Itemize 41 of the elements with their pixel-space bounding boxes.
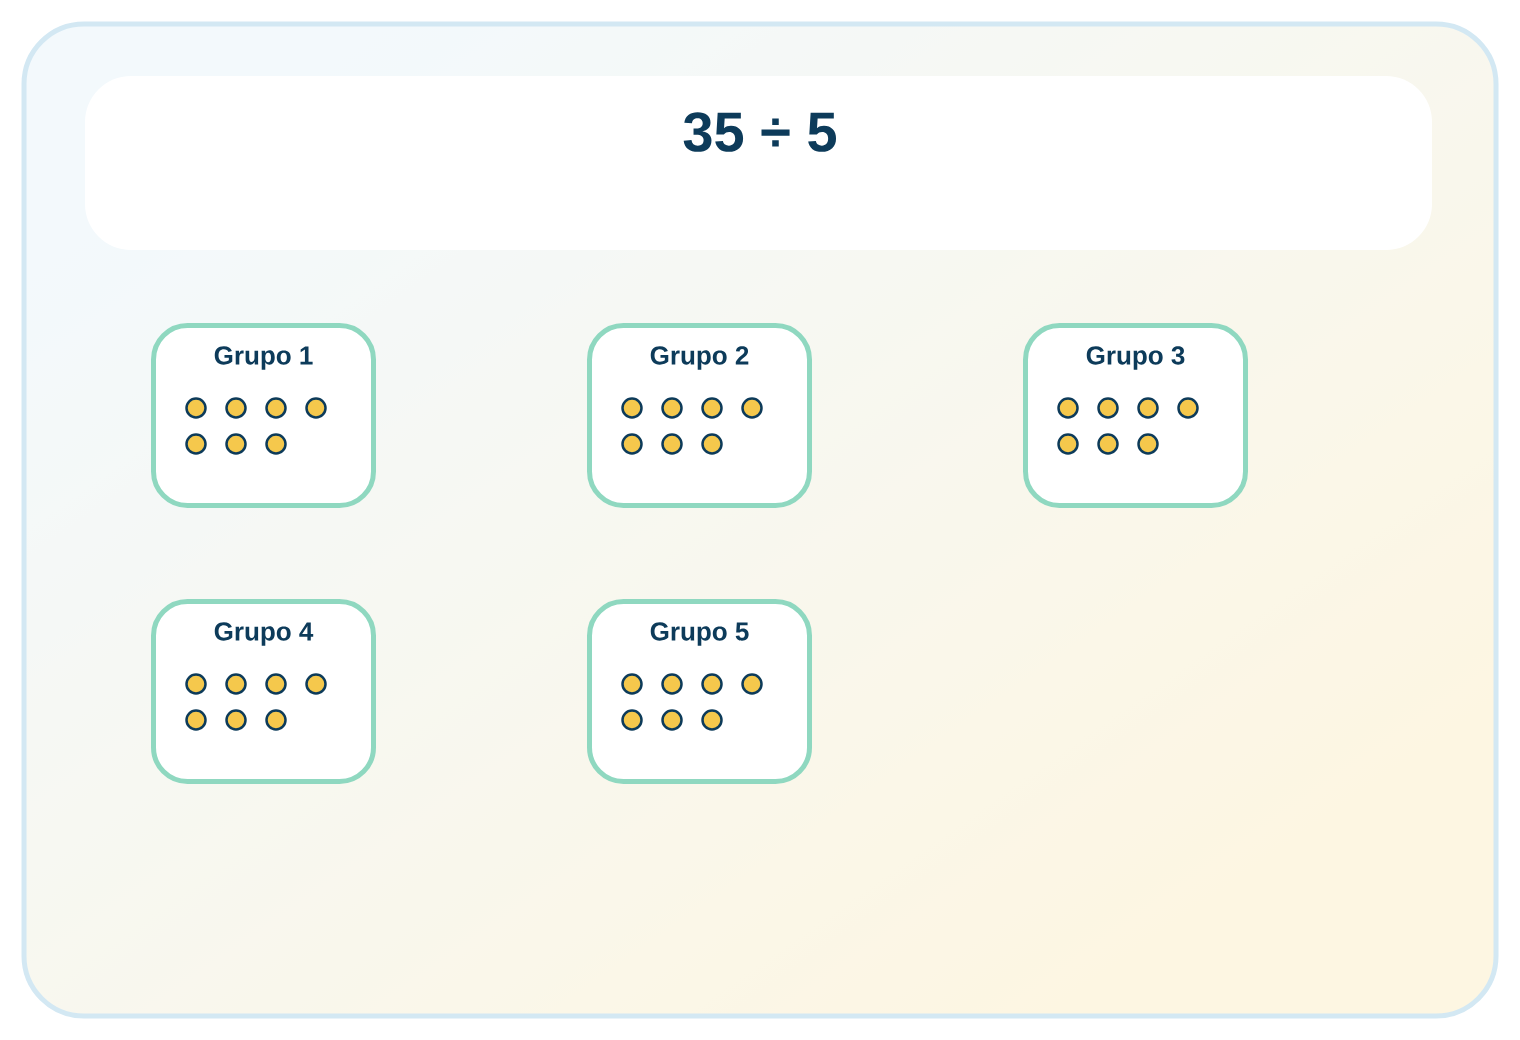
group-box: Grupo 4	[151, 599, 376, 784]
dot	[225, 433, 247, 455]
dot	[1057, 433, 1079, 455]
dot	[741, 397, 763, 419]
dot	[621, 433, 643, 455]
dot	[225, 673, 247, 695]
title-banner: 35 ÷ 5	[85, 76, 1432, 250]
dot	[305, 397, 327, 419]
dot	[225, 397, 247, 419]
group-box: Grupo 5	[587, 599, 812, 784]
dot	[661, 709, 683, 731]
dot	[1057, 397, 1079, 419]
dot	[265, 433, 287, 455]
dot	[225, 709, 247, 731]
group-box: Grupo 3	[1023, 323, 1248, 508]
dot	[1137, 433, 1159, 455]
dot	[1177, 397, 1199, 419]
dot	[621, 709, 643, 731]
group-box: Grupo 2	[587, 323, 812, 508]
dot	[661, 673, 683, 695]
dot	[661, 433, 683, 455]
dot	[185, 709, 207, 731]
dot	[701, 397, 723, 419]
dot	[305, 673, 327, 695]
dot	[1137, 397, 1159, 419]
dot	[621, 397, 643, 419]
dot	[265, 709, 287, 731]
dot	[185, 433, 207, 455]
dot	[1097, 433, 1119, 455]
dot	[265, 397, 287, 419]
dot	[265, 673, 287, 695]
group-box: Grupo 1	[151, 323, 376, 508]
dot	[185, 673, 207, 695]
dot	[701, 433, 723, 455]
dot	[741, 673, 763, 695]
dot	[1097, 397, 1119, 419]
dot	[701, 709, 723, 731]
dot	[701, 673, 723, 695]
dot	[661, 397, 683, 419]
dot	[621, 673, 643, 695]
dot	[185, 397, 207, 419]
